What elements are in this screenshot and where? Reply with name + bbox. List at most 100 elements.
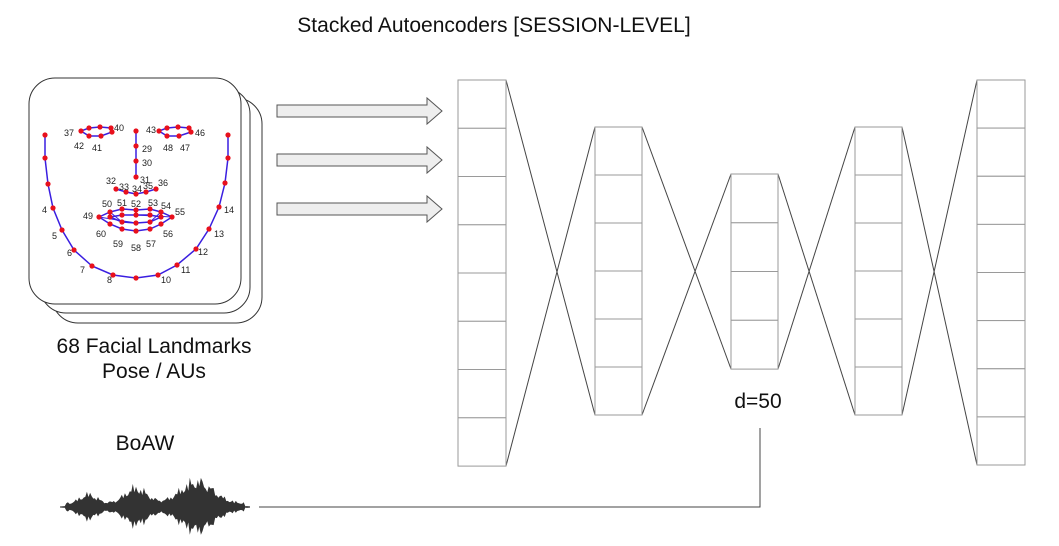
landmark-point <box>133 228 139 234</box>
landmark-number: 49 <box>83 211 93 221</box>
landmark-point <box>107 209 113 215</box>
landmark-point <box>147 219 153 225</box>
landmark-number: 4 <box>42 205 47 215</box>
input-arrow-2 <box>276 145 443 175</box>
neuron-cell <box>976 127 1026 177</box>
neuron-cell <box>976 320 1026 370</box>
neuron-cell <box>976 175 1026 225</box>
input-arrow-3 <box>276 194 443 224</box>
neuron-cell <box>594 270 643 320</box>
neuron-cell <box>457 417 507 467</box>
landmark-point <box>206 226 212 232</box>
landmark-point <box>158 209 164 215</box>
neuron-cell <box>854 318 903 368</box>
landmark-point <box>59 227 65 233</box>
landmark-number: 29 <box>142 144 152 154</box>
landmark-point <box>169 214 175 220</box>
neuron-cell <box>976 416 1026 466</box>
card-front <box>28 77 242 305</box>
landmark-number: 53 <box>148 198 158 208</box>
landmark-number: 33 <box>119 182 129 192</box>
facial-landmarks-card-stack <box>28 77 263 324</box>
neuron-cell <box>457 369 507 419</box>
neuron-cell <box>976 223 1026 273</box>
landmark-number: 34 <box>132 184 142 194</box>
landmark-point <box>86 133 92 139</box>
autoencoder-network <box>457 79 1026 467</box>
landmark-point <box>45 181 51 187</box>
connection-line <box>901 79 978 416</box>
diagram-title: Stacked Autoencoders [SESSION-LEVEL] <box>297 14 690 37</box>
landmark-number: 35 <box>143 181 153 191</box>
neuron-cell <box>457 320 507 371</box>
lip-mesh-line <box>98 216 137 224</box>
landmark-number: 41 <box>92 143 102 153</box>
landmark-point <box>133 220 139 226</box>
landmark-number: 7 <box>80 265 85 275</box>
connection-line <box>641 126 732 370</box>
landmark-point <box>133 212 139 218</box>
landmark-point <box>113 186 119 192</box>
neuron-cell <box>457 272 507 322</box>
neuron-cell <box>594 366 643 416</box>
landmark-point <box>119 219 125 225</box>
landmark-number: 10 <box>161 275 171 285</box>
encoder-hidden-layer <box>594 126 643 416</box>
landmark-number: 5 <box>52 231 57 241</box>
input-arrows <box>276 96 443 224</box>
landmark-number: 56 <box>163 229 173 239</box>
landmark-number: 52 <box>131 199 141 209</box>
landmark-number: 54 <box>161 201 171 211</box>
landmark-number: 40 <box>114 123 124 133</box>
landmark-number: 43 <box>146 125 156 135</box>
landmark-number: 13 <box>214 229 224 239</box>
landmark-number: 59 <box>113 239 123 249</box>
landmark-point <box>155 272 161 278</box>
landmark-point <box>71 247 77 253</box>
landmark-point <box>133 143 139 149</box>
neuron-cell <box>854 126 903 176</box>
connection-line <box>641 173 732 416</box>
neuron-cell <box>594 318 643 368</box>
connection-line <box>505 79 596 416</box>
landmark-number: 36 <box>158 178 168 188</box>
landmark-number: 11 <box>181 265 190 275</box>
landmark-point <box>158 221 164 227</box>
neuron-cell <box>457 127 507 178</box>
landmark-point <box>78 128 84 134</box>
landmark-point <box>186 125 192 131</box>
landmark-point <box>133 128 139 134</box>
landmark-point <box>147 226 153 232</box>
landmark-point <box>188 129 194 135</box>
connection-line <box>505 126 596 467</box>
landmarks-caption-line1: 68 Facial Landmarks <box>57 335 252 358</box>
neuron-cell <box>457 79 507 129</box>
landmark-point <box>175 124 181 130</box>
neuron-cell <box>594 174 643 224</box>
neuron-cell <box>730 271 779 321</box>
landmark-point <box>216 204 222 210</box>
landmark-number: 14 <box>224 205 234 215</box>
neuron-cell <box>457 224 507 274</box>
landmark-point <box>119 226 125 232</box>
landmark-number: 60 <box>96 229 106 239</box>
landmark-point <box>98 133 104 139</box>
landmark-point <box>107 221 113 227</box>
landmark-number: 32 <box>106 176 116 186</box>
landmark-point <box>133 275 139 281</box>
landmark-number: 30 <box>142 158 152 168</box>
landmark-point <box>158 214 164 220</box>
landmark-point <box>225 155 231 161</box>
landmark-point <box>50 205 56 211</box>
neuron-cell <box>730 319 779 370</box>
landmark-number: 8 <box>107 275 112 285</box>
neuron-cell <box>594 222 643 272</box>
landmark-number: 37 <box>64 128 74 138</box>
landmark-number: 42 <box>74 141 84 151</box>
landmark-number: 55 <box>175 207 185 217</box>
landmark-point <box>108 125 114 131</box>
output-layer <box>976 79 1026 466</box>
landmark-point <box>225 132 231 138</box>
landmark-point <box>133 174 139 180</box>
connection-line <box>901 126 978 466</box>
